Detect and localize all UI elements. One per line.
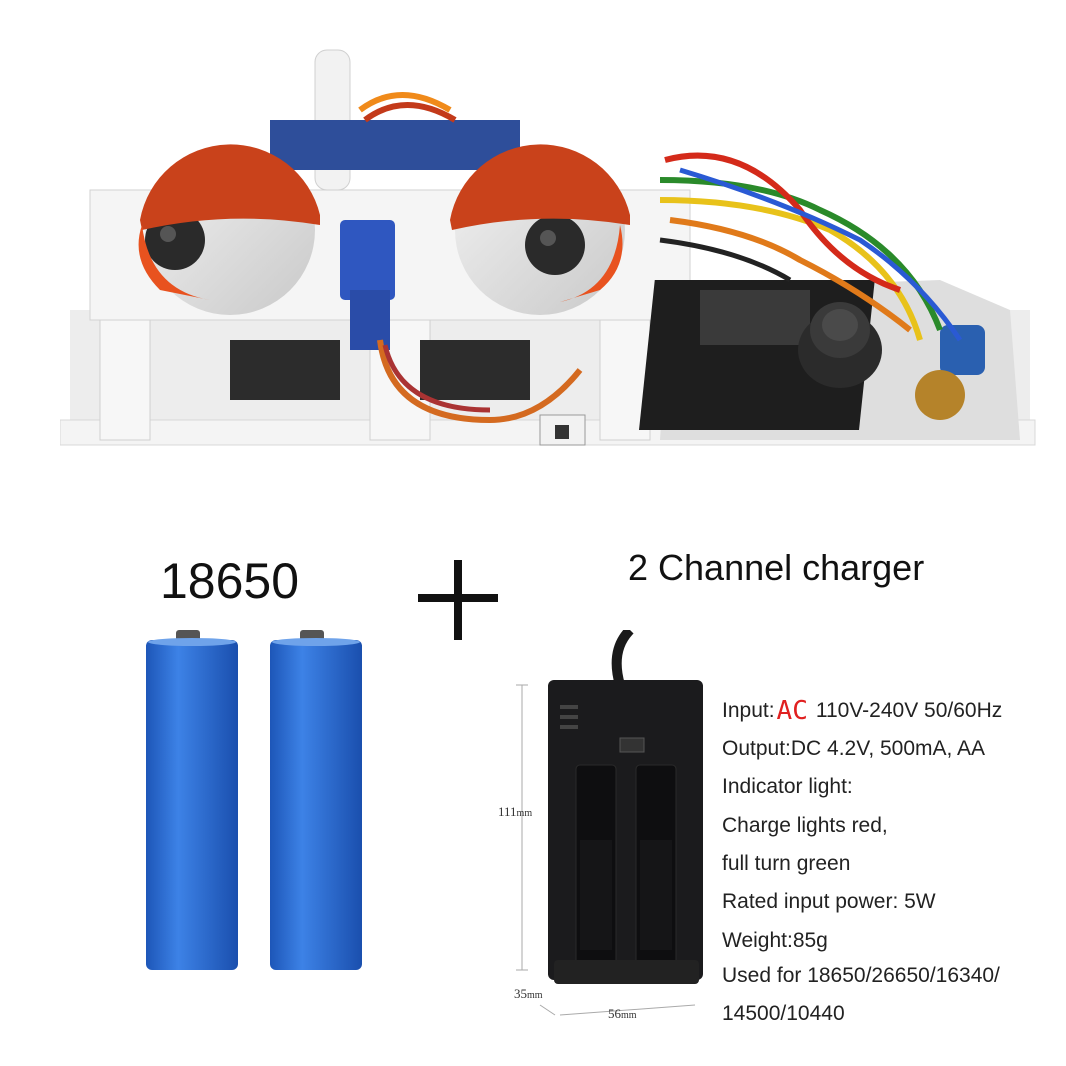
- charger-photo: [548, 630, 703, 984]
- battery-18650-cell: [146, 630, 238, 970]
- charger-title: 2 Channel charger: [628, 547, 925, 588]
- battery-type-label: 18650: [160, 553, 300, 609]
- plus-icon: [418, 560, 498, 640]
- spec-rated-power: Rated input power: 5W: [722, 890, 936, 913]
- spec-output: Output:DC 4.2V, 500mA, AA: [722, 737, 986, 760]
- battery-18650-cell: [270, 630, 362, 970]
- spec-full-green: full turn green: [722, 852, 851, 875]
- spec-weight: Weight:85g: [722, 929, 828, 952]
- dimension-lines: [516, 684, 696, 1016]
- spec-used-for: Used for 18650/26650/16340/: [722, 964, 1000, 987]
- spec-charge-red: Charge lights red,: [722, 814, 888, 837]
- dimension-height-label: 111mm: [498, 804, 533, 819]
- dimension-depth-label: 35mm: [514, 986, 543, 1001]
- spec-indicator: Indicator light:: [722, 775, 853, 798]
- robot-eyes-kit-photo: [60, 49, 1036, 446]
- spec-used-for-continued: 14500/10440: [722, 1002, 845, 1025]
- dimension-width-label: 56mm: [608, 1006, 637, 1021]
